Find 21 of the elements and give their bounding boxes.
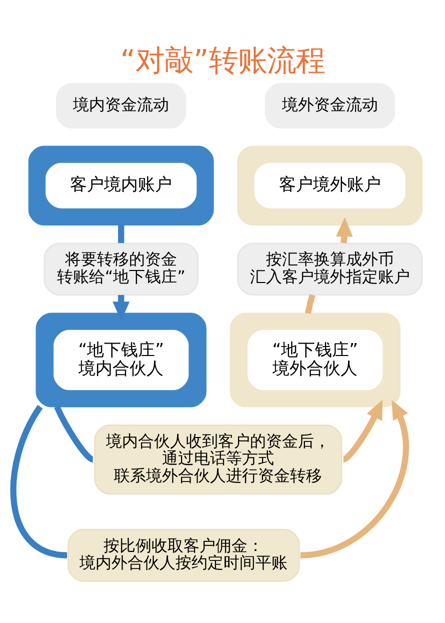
connector — [54, 405, 94, 462]
connector — [304, 294, 316, 314]
node-box: 客户境内账户 — [46, 162, 197, 208]
node-box: 客户境外账户 — [254, 162, 406, 208]
node-box: 按比例收取客户佣金：境内外合伙人按约定时间平账 — [68, 528, 300, 582]
arrow — [336, 217, 353, 244]
arrow — [300, 400, 410, 558]
arrow — [112, 295, 130, 321]
diagram-title: “对敲”转账流程 — [120, 43, 325, 78]
node-box: “地下钱庄”境内合伙人 — [54, 330, 189, 390]
cluster — [36, 312, 206, 408]
arrow — [342, 400, 383, 462]
node-box: 境内合伙人收到客户的资金后，通过电话等方式联系境外合伙人进行资金转移 — [94, 424, 342, 494]
node-box: “地下钱庄”境外合伙人 — [248, 330, 383, 390]
cluster — [237, 146, 423, 226]
node-box: 按汇率换算成外币汇入客户境外指定账户 — [237, 242, 423, 296]
connector — [118, 224, 124, 243]
node-box: 将要转移的资金转账给“地下钱庄” — [44, 242, 198, 296]
connector — [10, 405, 68, 558]
cluster — [230, 312, 401, 408]
cluster — [28, 146, 214, 226]
